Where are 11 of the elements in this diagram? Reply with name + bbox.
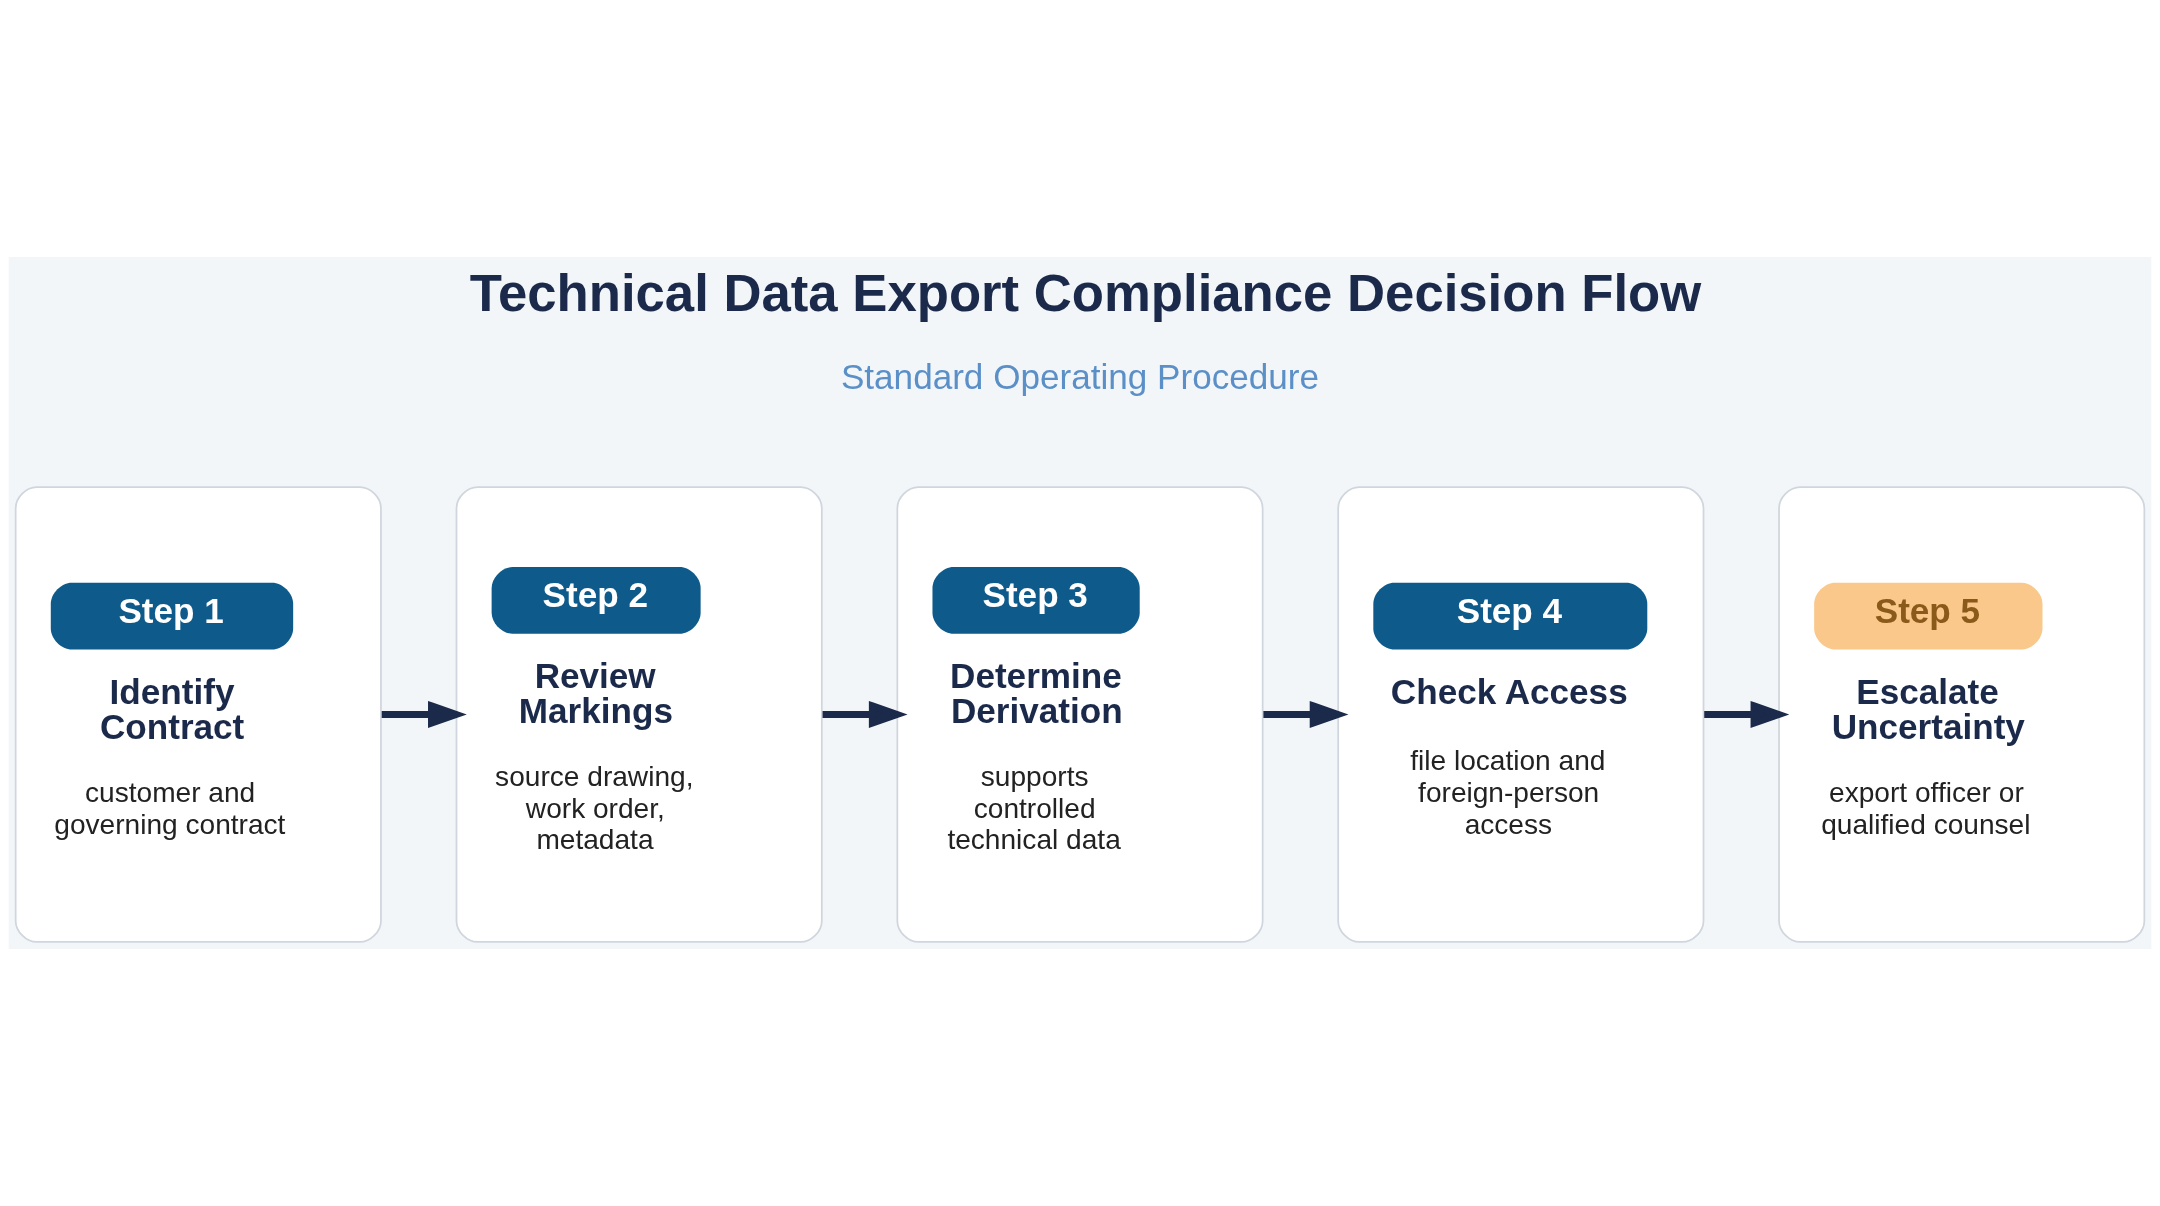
label: Standard Operating Procedure xyxy=(840,356,1320,396)
node-box: Step 1 Identify Contract customer and governing contract xyxy=(14,486,382,943)
node-box: Step 2 Review Markings source drawing, work order, metadata xyxy=(455,486,823,943)
arrow xyxy=(381,700,467,729)
node-box: Step 3 Determine Derivation supports controlled technical data xyxy=(896,486,1264,943)
arrow xyxy=(1704,700,1790,729)
arrow xyxy=(1263,700,1349,729)
arrow xyxy=(822,700,908,729)
diagram-title: Technical Data Export Compliance Decision Flow xyxy=(469,263,1702,323)
node-box: Step 4 Check Access file location and foreign-person access xyxy=(1337,486,1705,943)
node-box: Step 5 Escalate Uncertainty export officer or qualified counsel xyxy=(1778,486,2146,943)
